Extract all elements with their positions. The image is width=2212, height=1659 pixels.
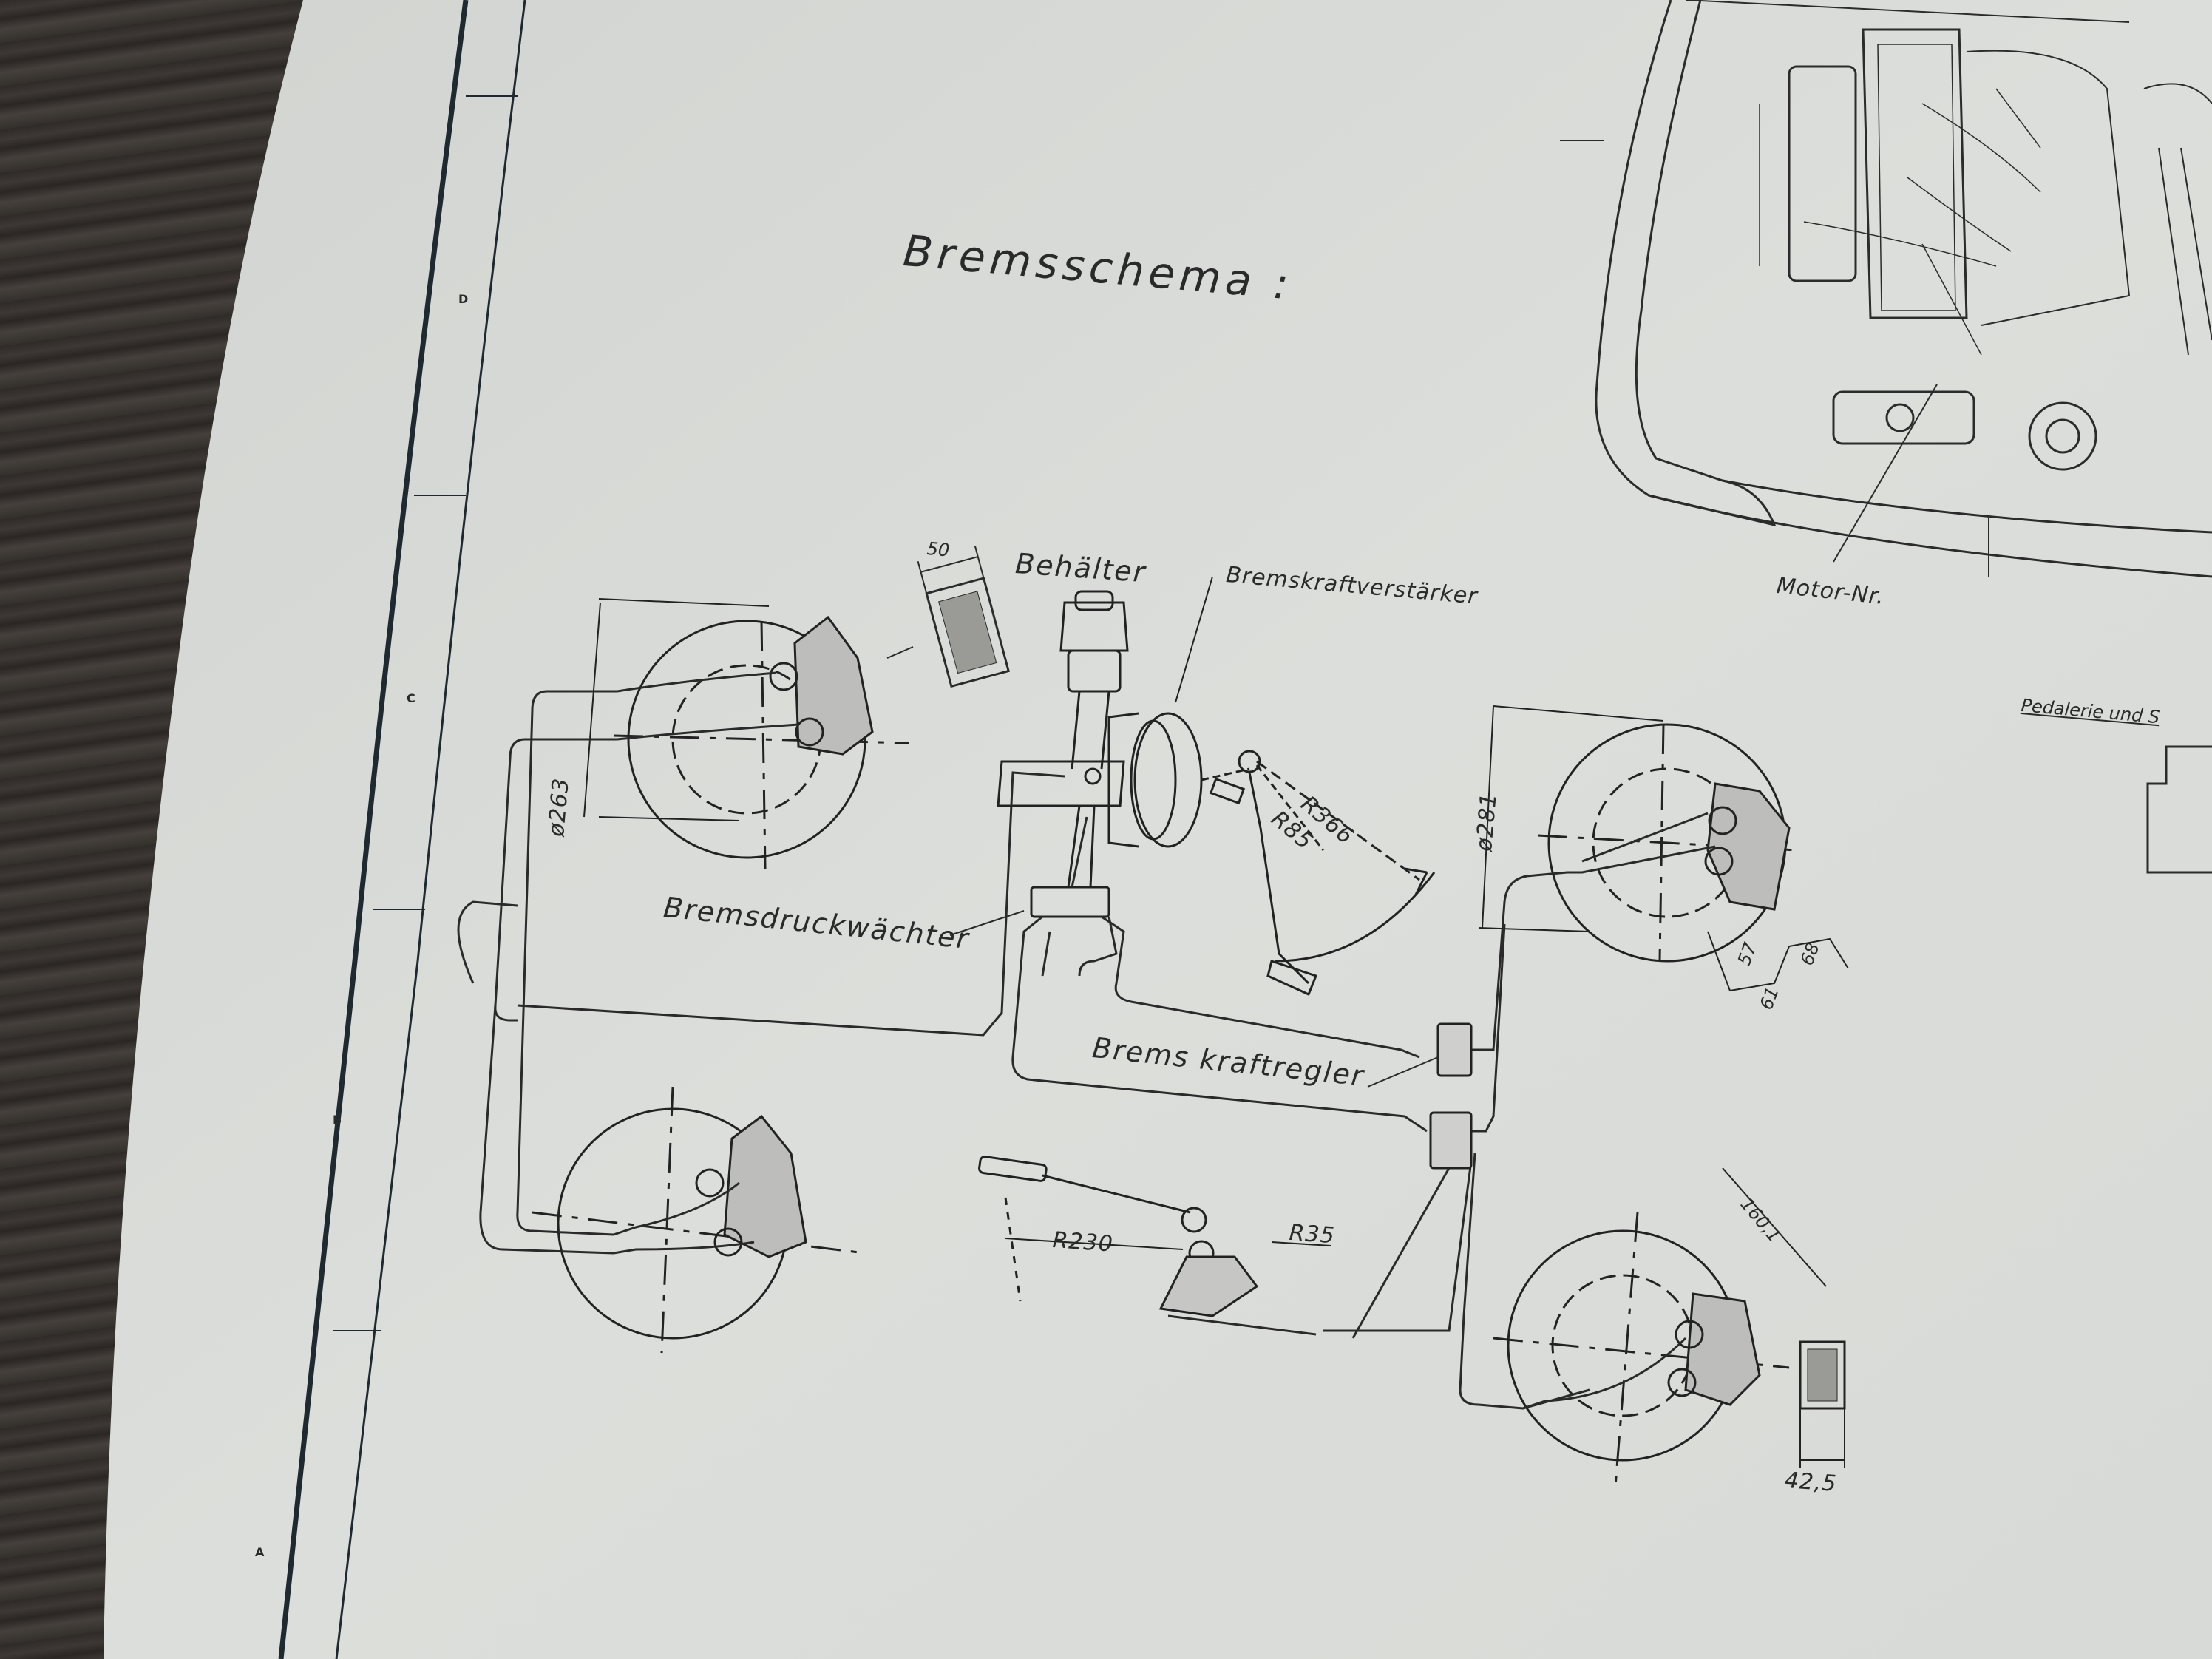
margin-mark-c: C [407,691,415,705]
front-left-wheel [583,598,910,869]
brake-lines [457,671,1716,1410]
paper-shape [104,0,2212,1659]
dim-handbrake-radius-small: R35 [1288,1220,1336,1249]
brake-shoe-detail [1799,1340,1846,1468]
front-right-wheel [1478,705,1849,992]
sheet-border [278,0,526,1659]
leader-lines [886,646,1439,1088]
rear-right-wheel [1493,1167,1827,1487]
dim-rear-disc-diameter: ø281 [1471,791,1502,853]
master-cylinder-assembly [997,576,1250,918]
margin-mark-a: A [255,1545,265,1559]
dim-shoe-width: 42,5 [1783,1468,1838,1497]
dim-pad-width: 50 [926,538,951,561]
pedal-box-fragment [2146,745,2212,874]
engine-view-drawing [1560,0,2212,578]
brake-pedal [1209,750,1436,997]
brake-pad-detail [917,546,1011,688]
force-regulators [1429,1022,1473,1170]
dim-handbrake-radius-large: R230 [1051,1227,1114,1258]
handbrake-lever [978,1156,1331,1317]
dim-front-disc-diameter: ø263 [543,776,574,838]
margin-mark-d: D [458,292,469,306]
margin-mark-b: B [333,1113,342,1127]
